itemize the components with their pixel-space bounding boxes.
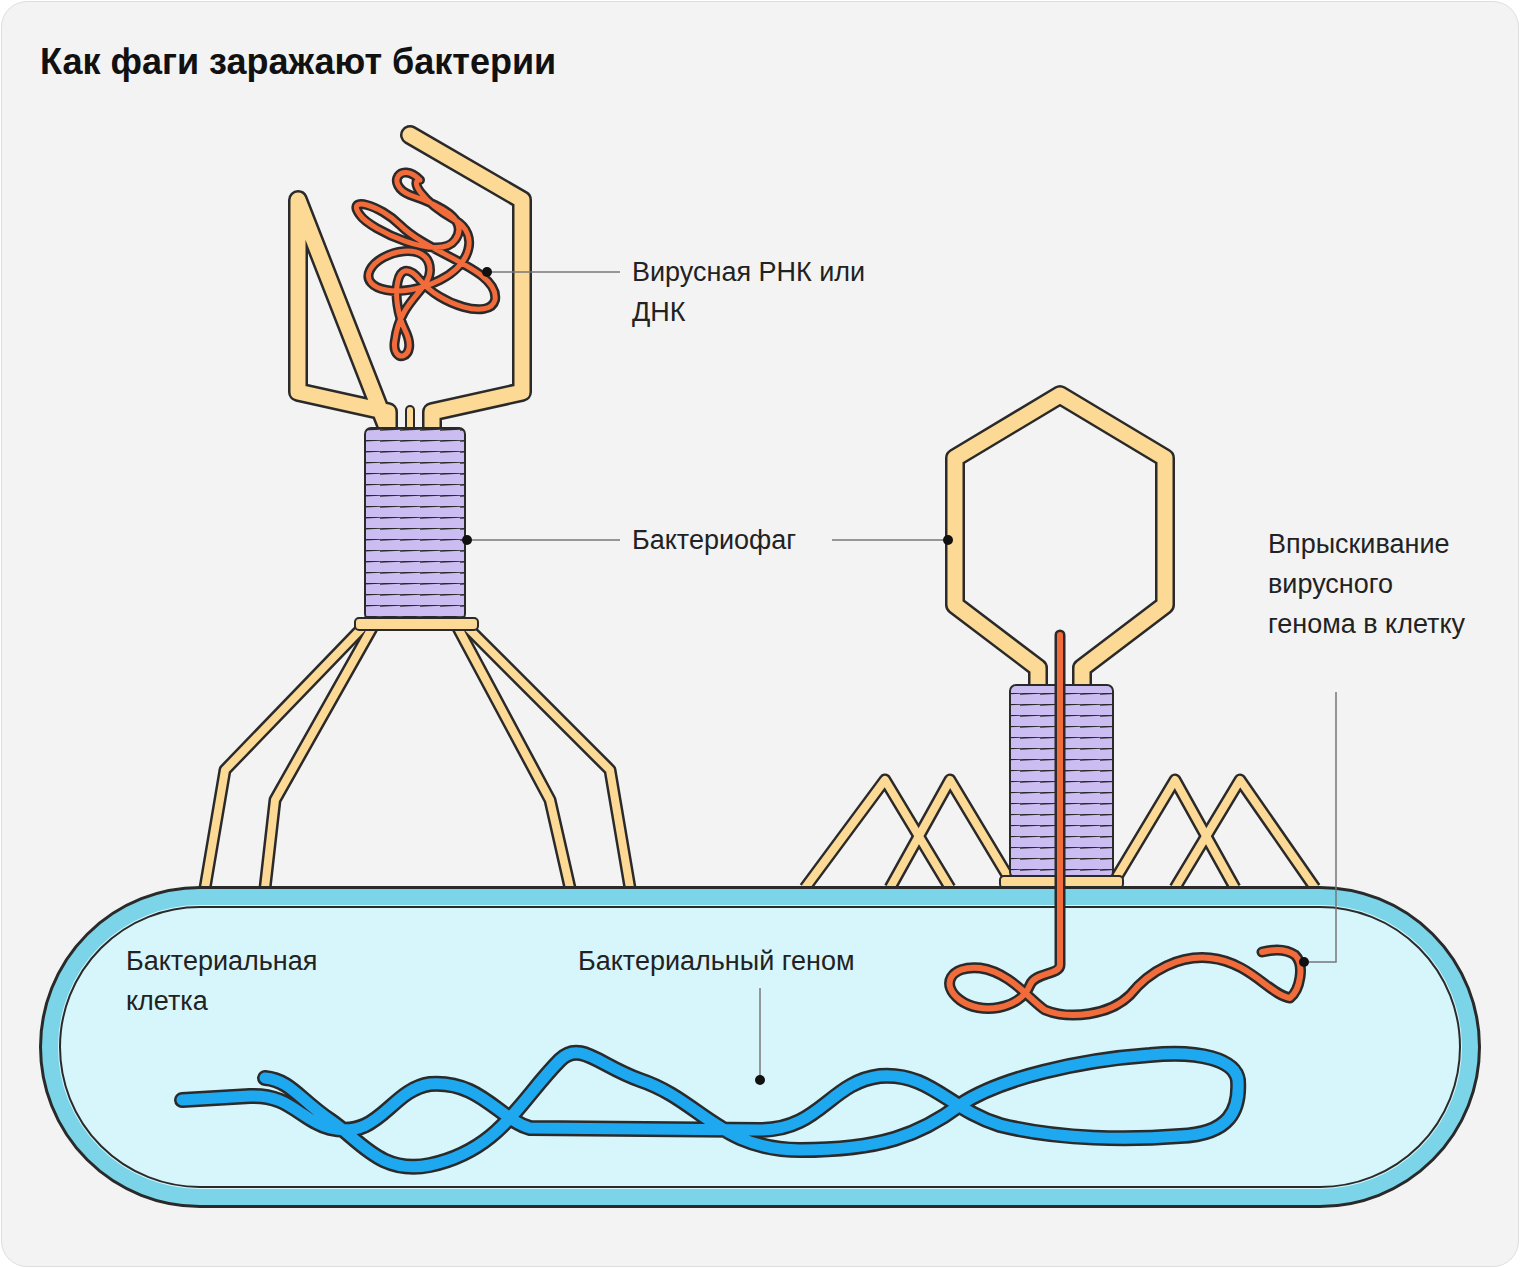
illustration-part xyxy=(355,618,478,630)
illustration-part xyxy=(1115,780,1235,888)
illustration-part xyxy=(356,172,495,356)
callout-label: Вирусная РНК или ДНК xyxy=(632,252,882,332)
illustration-part xyxy=(205,628,630,888)
illustration-part xyxy=(1175,780,1315,888)
callout-label: Бактериофаг xyxy=(632,520,796,560)
illustration-part xyxy=(467,272,948,540)
illustration-part xyxy=(356,172,495,356)
illustration-part xyxy=(950,635,1301,1015)
bacterial-cell: Бактериальная клетка Бактериальный геном xyxy=(40,886,1480,1208)
illustration-part xyxy=(205,628,362,888)
callout-label: Впрыскивание вирусного генома в клетку xyxy=(1268,524,1483,644)
genome-label: Бактериальный геном xyxy=(578,941,855,981)
illustration-part xyxy=(60,907,1460,1187)
illustration-part xyxy=(298,135,522,430)
illustration-part xyxy=(458,628,570,888)
illustration-part xyxy=(487,271,620,273)
illustration-part xyxy=(1175,780,1315,888)
illustration-part xyxy=(265,628,372,888)
illustration-part xyxy=(950,635,1301,1015)
illustration-part xyxy=(755,1075,765,1085)
illustration-part xyxy=(205,628,362,888)
illustration-part xyxy=(1299,957,1309,967)
illustration-part xyxy=(205,135,630,888)
illustration-part xyxy=(265,628,372,888)
illustration-part xyxy=(298,135,522,430)
illustration-part xyxy=(832,539,948,541)
illustration-part xyxy=(890,780,1010,888)
illustration-part xyxy=(468,628,630,888)
illustration-part xyxy=(1115,780,1235,888)
illustration-part xyxy=(365,428,465,620)
illustration-part xyxy=(805,780,950,888)
illustration-part xyxy=(50,897,1470,1197)
illustration-part xyxy=(182,1053,1238,1167)
illustration-part xyxy=(468,628,630,888)
illustration-part xyxy=(890,780,1010,888)
illustration-part xyxy=(40,887,1480,1207)
illustration-part xyxy=(205,628,630,888)
illustration-part xyxy=(759,988,761,1080)
illustration-part xyxy=(482,267,492,277)
illustration-part xyxy=(50,897,1470,1197)
illustration-part xyxy=(205,628,362,888)
cell-label: Бактериальная клетка xyxy=(126,941,376,1021)
illustration-part xyxy=(182,1053,1238,1167)
illustration-part xyxy=(1304,692,1336,962)
illustration-part xyxy=(805,780,950,888)
illustration-part xyxy=(462,267,953,545)
illustration-part xyxy=(943,535,953,545)
diagram-title: Как фаги заражают бактерии xyxy=(40,40,556,84)
illustration-part xyxy=(467,539,620,541)
illustration-part xyxy=(468,628,630,888)
illustration-part xyxy=(462,535,472,545)
illustration-part xyxy=(205,628,630,888)
